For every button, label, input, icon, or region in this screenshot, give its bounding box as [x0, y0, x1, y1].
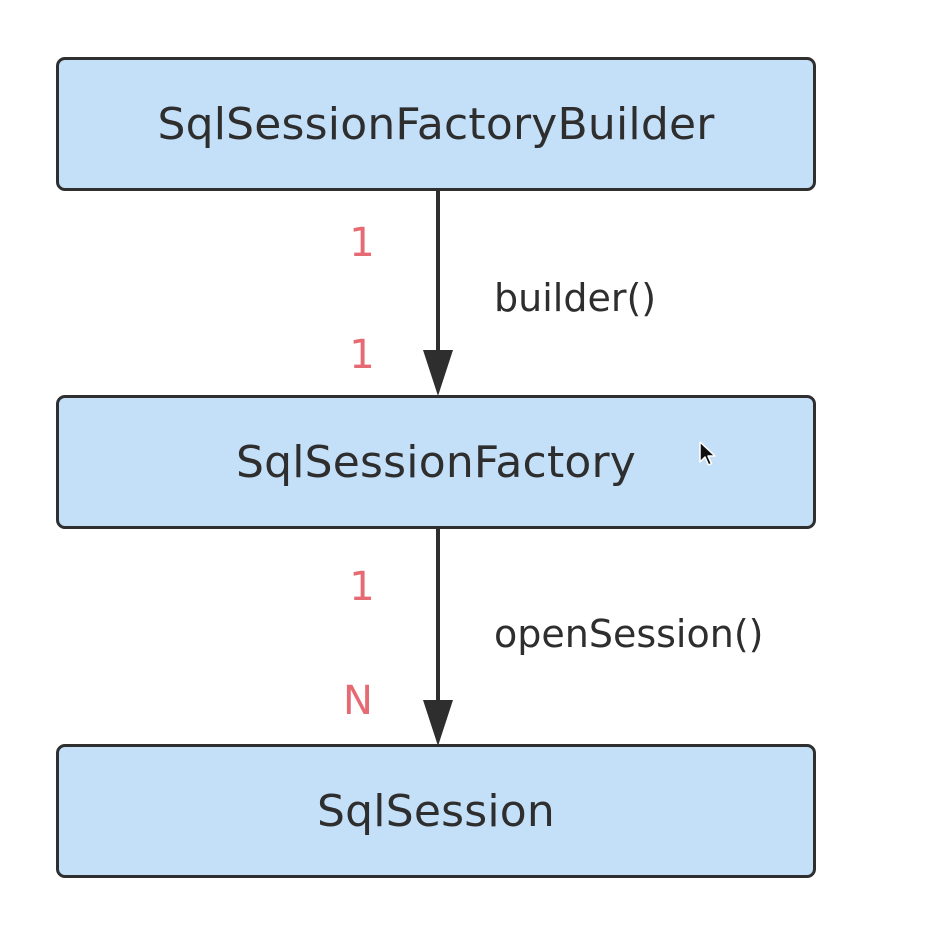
edge-opensession-line — [436, 528, 440, 704]
node-label: SqlSessionFactoryBuilder — [157, 98, 715, 150]
node-label: SqlSession — [317, 785, 555, 837]
edge-label-opensession: openSession() — [494, 612, 764, 656]
multiplicity-target: 1 — [349, 332, 375, 378]
node-sqlsession: SqlSession — [56, 744, 816, 878]
node-label: SqlSessionFactory — [235, 436, 637, 488]
multiplicity-source: 1 — [349, 220, 375, 266]
arrowhead-icon — [423, 700, 453, 746]
multiplicity-target: N — [343, 678, 373, 724]
node-sqlsessionfactorybuilder: SqlSessionFactoryBuilder — [56, 57, 816, 191]
multiplicity-source: 1 — [349, 564, 375, 610]
edge-builder-line — [436, 190, 440, 352]
mouse-pointer-icon — [699, 441, 716, 466]
edge-label-builder: builder() — [494, 276, 657, 320]
node-sqlsessionfactory: SqlSessionFactory — [56, 395, 816, 529]
arrowhead-icon — [423, 350, 453, 396]
